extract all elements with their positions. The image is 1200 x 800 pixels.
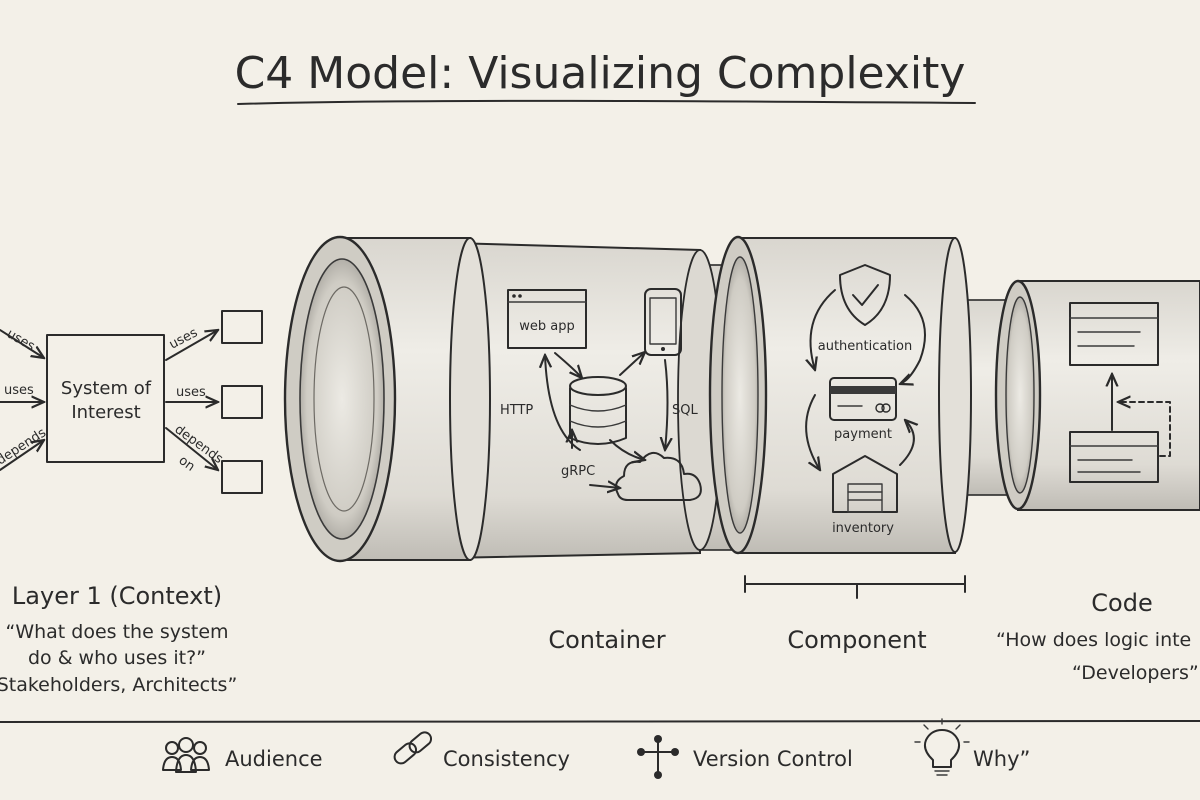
- branch-icon: [637, 735, 679, 779]
- cycle-arrow: [805, 394, 820, 470]
- chain-link-icon: [393, 731, 433, 765]
- footer-label: Why”: [973, 747, 1030, 771]
- system-of-interest-box: [46, 334, 165, 463]
- class-box: [1069, 302, 1159, 366]
- lightbulb-icon: [914, 718, 970, 776]
- warehouse-icon: [832, 455, 898, 513]
- footer-consistency: Consistency: [393, 731, 570, 771]
- authentication-label: authentication: [818, 339, 913, 354]
- component-contents: authentication payment inventory: [805, 264, 926, 536]
- sql-label: SQL: [672, 403, 698, 418]
- incoming-uses-label: uses: [4, 383, 34, 398]
- outgoing-depends-label: on: [176, 453, 198, 475]
- system-label-line2: Interest: [71, 402, 140, 423]
- footer-label: Version Control: [693, 747, 853, 771]
- footer-label: Consistency: [443, 747, 570, 771]
- page-title: C4 Model: Visualizing Complexity: [235, 48, 966, 99]
- component-bracket: [744, 575, 966, 599]
- code-question: “How does logic inte: [996, 629, 1191, 651]
- container-front-ring: [283, 235, 491, 563]
- code-contents: [1069, 302, 1171, 483]
- incoming-arrow: [0, 329, 44, 358]
- web-app-node: web app: [507, 289, 587, 349]
- code-layer-title: Code: [1091, 589, 1152, 617]
- footer-audience: Audience: [162, 737, 323, 773]
- footer-label: Audience: [225, 747, 323, 771]
- context-question-line1: “What does the system: [5, 621, 228, 643]
- http-label: HTTP: [500, 403, 533, 418]
- incoming-depends-label: depends: [0, 425, 49, 468]
- component-layer-title: Component: [787, 626, 926, 654]
- outgoing-uses-label: uses: [176, 385, 206, 400]
- dependency-arrow: [1118, 402, 1171, 457]
- context-layer: System of Interest uses uses depends use…: [0, 310, 263, 696]
- external-system-box: [221, 310, 263, 344]
- external-system-box: [221, 385, 263, 419]
- context-layer-title: Layer 1 (Context): [12, 582, 222, 610]
- credit-card-icon: [829, 377, 897, 421]
- flow-arrow: [665, 359, 668, 450]
- system-label-line1: System of: [61, 378, 152, 399]
- inventory-label: inventory: [832, 521, 894, 536]
- payment-label: payment: [834, 427, 892, 442]
- cycle-arrow: [899, 420, 914, 466]
- code-audience: “Developers”: [1072, 662, 1199, 684]
- cycle-arrow: [811, 289, 836, 370]
- flow-arrow: [609, 439, 645, 460]
- grpc-label: gRPC: [561, 464, 595, 479]
- cycle-arrow: [900, 294, 926, 384]
- context-audience: Stakeholders, Architects”: [0, 674, 237, 696]
- context-question-line2: do & who uses it?”: [28, 647, 206, 669]
- incoming-arrow: [0, 440, 44, 471]
- web-app-label: web app: [519, 319, 575, 334]
- code-tube: [994, 279, 1200, 511]
- flow-arrow: [545, 355, 581, 451]
- outgoing-uses-label: uses: [167, 325, 201, 352]
- flow-arrow: [619, 352, 645, 376]
- external-system-box: [221, 460, 263, 494]
- mobile-phone-icon: [644, 288, 682, 356]
- outgoing-arrow: [165, 330, 218, 361]
- footer-why: Why”: [914, 718, 1030, 776]
- shield-check-icon: [839, 264, 891, 326]
- container-contents: web app HTTP SQL gRPC: [500, 288, 702, 501]
- component-tube: [708, 235, 972, 555]
- footer-divider: [0, 720, 1200, 723]
- flow-arrow: [589, 485, 620, 488]
- class-box: [1069, 431, 1159, 483]
- outgoing-arrow: [165, 427, 218, 470]
- people-icon: [162, 737, 210, 773]
- footer-version-control: Version Control: [637, 735, 853, 779]
- title-underline: [237, 99, 976, 105]
- container-layer-title: Container: [548, 626, 665, 654]
- flow-arrow: [554, 352, 582, 378]
